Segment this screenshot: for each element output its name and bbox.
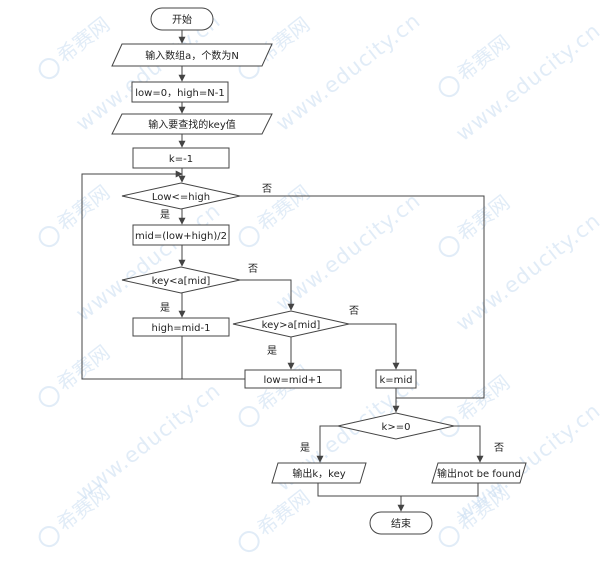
init-k-label: k=-1: [169, 154, 193, 165]
init-k-node: [132, 147, 230, 169]
branch-label-no: 否: [248, 263, 258, 275]
input-array-label: 输入数组a，个数为N: [145, 49, 239, 62]
set-low-label: low=mid+1: [263, 375, 322, 386]
end-label: 结束: [391, 517, 411, 530]
set-k-label: k=mid: [379, 375, 412, 386]
branch-label-no: 否: [349, 305, 359, 317]
set-high-node: [132, 317, 230, 337]
connector: [401, 483, 479, 497]
less-condition-label: key<a[mid]: [152, 276, 211, 287]
greater-condition-label: key>a[mid]: [262, 320, 321, 331]
end-terminal: [369, 511, 433, 535]
branch-label-yes: 是: [160, 302, 170, 314]
connector: [349, 323, 400, 370]
output-not-found-node: [431, 462, 527, 484]
branch-label-no: 否: [262, 183, 272, 195]
branch-label-yes: 是: [300, 442, 310, 454]
found-condition-label: k>=0: [382, 422, 411, 433]
connector: [454, 425, 484, 463]
loop-back-connector: [81, 170, 183, 380]
connector: [240, 279, 295, 311]
input-key-label: 输入要查找的key值: [148, 118, 236, 131]
connector: [317, 483, 401, 497]
input-key-node: [111, 113, 273, 135]
output-found-node: [271, 462, 367, 484]
set-high-label: high=mid-1: [151, 323, 210, 334]
init-bounds-label: low=0，high=N-1: [135, 88, 224, 99]
connector: [316, 425, 338, 463]
connector: [240, 195, 485, 399]
init-bounds-node: [131, 81, 229, 103]
calc-mid-label: mid=(low+high)/2: [135, 231, 227, 242]
branch-label-no: 否: [494, 442, 504, 454]
output-not-found-label: 输出not be found: [437, 467, 521, 480]
branch-label-yes: 是: [267, 345, 277, 357]
loop-condition-label: Low<=high: [152, 192, 210, 203]
input-array-node: [111, 43, 273, 67]
output-found-label: 输出k，key: [292, 467, 345, 480]
branch-label-yes: 是: [160, 209, 170, 221]
start-label: 开始: [172, 13, 192, 26]
calc-mid-node: [132, 224, 230, 246]
